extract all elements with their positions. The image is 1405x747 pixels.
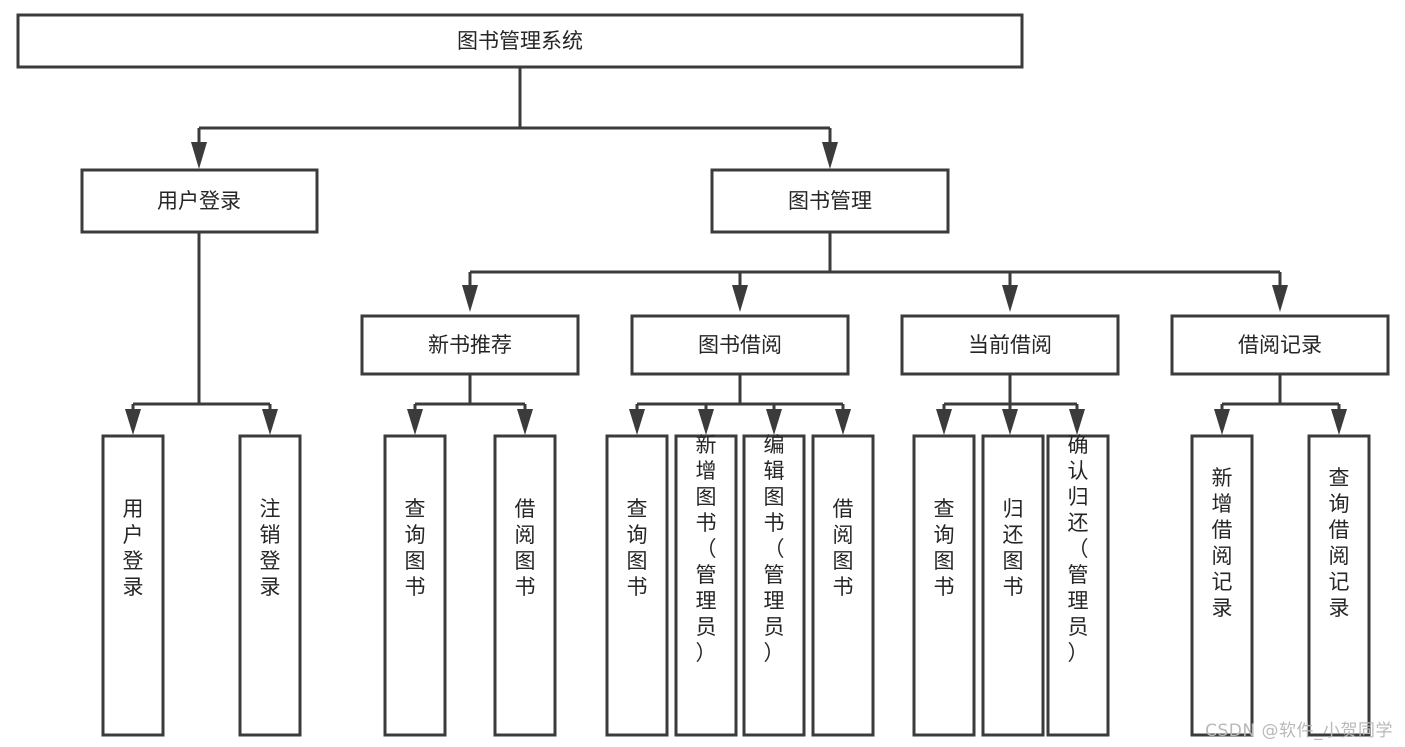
arrow-to-leaf-query-book-cb	[936, 409, 952, 435]
book-borrow-label: 图书借阅	[698, 333, 782, 357]
node-book-borrow[interactable]: 图书借阅	[630, 314, 850, 376]
leaf-edit-book-admin-label: 编辑图书（管理员）	[764, 433, 785, 665]
arrow-to-leaf-add-borrow-record	[1214, 409, 1230, 435]
arrow-to-book-borrow	[732, 285, 748, 312]
current-borrow-box[interactable]	[900, 314, 1120, 376]
user-login-box[interactable]	[80, 168, 319, 234]
book-borrow-box[interactable]	[630, 314, 850, 376]
leaf-return-book-box[interactable]	[981, 434, 1045, 737]
root-box[interactable]	[16, 13, 1024, 69]
leaf-query-book-cb[interactable]: 查询图书	[912, 434, 976, 737]
new-book-recommend-box[interactable]	[360, 314, 580, 376]
edges-root-to-level2	[191, 67, 838, 169]
leaf-borrow-book-nbr-box[interactable]	[493, 434, 557, 737]
leaf-query-borrow-record[interactable]: 查询借阅记录	[1307, 434, 1371, 737]
edges-borrow-record-to-leaves	[1214, 374, 1347, 435]
edges-book-management-to-level3	[462, 232, 1288, 312]
leaf-return-book[interactable]: 归还图书	[981, 434, 1045, 737]
arrow-to-user-login	[191, 142, 207, 169]
new-book-recommend-label: 新书推荐	[428, 333, 512, 357]
edges-current-borrow-to-leaves	[936, 374, 1085, 435]
arrow-to-leaf-logout	[262, 409, 278, 435]
leaf-query-borrow-record-box[interactable]	[1307, 434, 1371, 737]
leaf-query-book-nbr[interactable]: 查询图书	[383, 434, 447, 737]
arrow-to-leaf-query-book-nbr	[407, 409, 423, 435]
node-book-management[interactable]: 图书管理	[710, 168, 950, 234]
arrow-to-book-management	[822, 142, 838, 169]
leaf-add-book-admin-box[interactable]	[674, 434, 738, 737]
edges-new-book-recommend-to-leaves	[407, 374, 533, 435]
arrow-to-leaf-add-book	[698, 409, 714, 435]
leaf-borrow-book-nbr[interactable]: 借阅图书	[493, 434, 557, 737]
edges-book-borrow-to-leaves	[629, 374, 851, 435]
node-borrow-record[interactable]: 借阅记录	[1170, 314, 1390, 376]
leaf-return-book-label: 归还图书	[1003, 497, 1024, 599]
arrow-to-leaf-confirm-return	[1069, 409, 1085, 435]
arrow-to-leaf-edit-book	[766, 409, 782, 435]
leaf-user-login-label: 用户登录	[123, 497, 144, 599]
node-user-login[interactable]: 用户登录	[80, 168, 319, 234]
leaf-add-borrow-record-box[interactable]	[1190, 434, 1254, 737]
leaf-edit-book-admin-box[interactable]	[742, 434, 806, 737]
node-current-borrow[interactable]: 当前借阅	[900, 314, 1120, 376]
leaf-borrow-book-bb-label: 借阅图书	[833, 497, 854, 599]
book-management-box[interactable]	[710, 168, 950, 234]
current-borrow-label: 当前借阅	[968, 333, 1052, 357]
arrow-to-borrow-record	[1272, 285, 1288, 312]
arrow-to-leaf-query-book-bb	[629, 409, 645, 435]
leaf-user-login[interactable]: 用户登录	[101, 434, 165, 737]
user-login-label: 用户登录	[157, 189, 241, 213]
leaf-logout-login[interactable]: 注销登录	[238, 434, 302, 737]
leaf-confirm-return-admin-box[interactable]	[1046, 434, 1110, 737]
book-management-label: 图书管理	[788, 189, 872, 213]
leaf-add-book-admin-label: 新增图书（管理员）	[696, 433, 717, 665]
leaf-query-book-nbr-box[interactable]	[383, 434, 447, 737]
leaf-add-book-admin[interactable]: 新增图书（管理员）	[674, 433, 738, 737]
leaf-query-book-bb[interactable]: 查询图书	[605, 434, 669, 737]
arrow-to-leaf-borrow-book-nbr	[517, 409, 533, 435]
leaf-borrow-book-bb-box[interactable]	[811, 434, 875, 737]
leaf-edit-book-admin[interactable]: 编辑图书（管理员）	[742, 433, 806, 737]
edges-user-login-to-leaves	[125, 232, 278, 435]
root-label: 图书管理系统	[457, 29, 583, 53]
leaf-query-book-cb-label: 查询图书	[934, 497, 955, 599]
leaf-logout-login-label: 注销登录	[260, 497, 281, 599]
arrow-to-leaf-return-book	[1002, 409, 1018, 435]
leaf-borrow-book-nbr-label: 借阅图书	[515, 497, 536, 599]
arrow-to-leaf-borrow-book-bb	[835, 409, 851, 435]
leaf-borrow-book-bb[interactable]: 借阅图书	[811, 434, 875, 737]
leaf-query-book-cb-box[interactable]	[912, 434, 976, 737]
leaf-query-book-bb-box[interactable]	[605, 434, 669, 737]
arrow-to-leaf-user-login	[125, 409, 141, 435]
node-new-book-recommend[interactable]: 新书推荐	[360, 314, 580, 376]
leaf-logout-login-box[interactable]	[238, 434, 302, 737]
leaf-user-login-box[interactable]	[101, 434, 165, 737]
node-root-book-management-system[interactable]: 图书管理系统	[16, 13, 1024, 69]
arrow-to-leaf-query-borrow-record	[1331, 409, 1347, 435]
arrow-to-new-book-recommend	[462, 285, 478, 312]
leaf-add-borrow-record[interactable]: 新增借阅记录	[1190, 434, 1254, 737]
leaf-query-book-bb-label: 查询图书	[627, 497, 648, 599]
leaf-query-borrow-record-label: 查询借阅记录	[1329, 466, 1350, 620]
borrow-record-label: 借阅记录	[1238, 333, 1322, 357]
leaf-confirm-return-admin[interactable]: 确认归还（管理员）	[1046, 433, 1110, 737]
leaf-add-borrow-record-label: 新增借阅记录	[1212, 466, 1233, 620]
leaf-confirm-return-admin-label: 确认归还（管理员）	[1068, 433, 1089, 665]
leaf-query-book-nbr-label: 查询图书	[405, 497, 426, 599]
borrow-record-box[interactable]	[1170, 314, 1390, 376]
arrow-to-current-borrow	[1002, 285, 1018, 312]
